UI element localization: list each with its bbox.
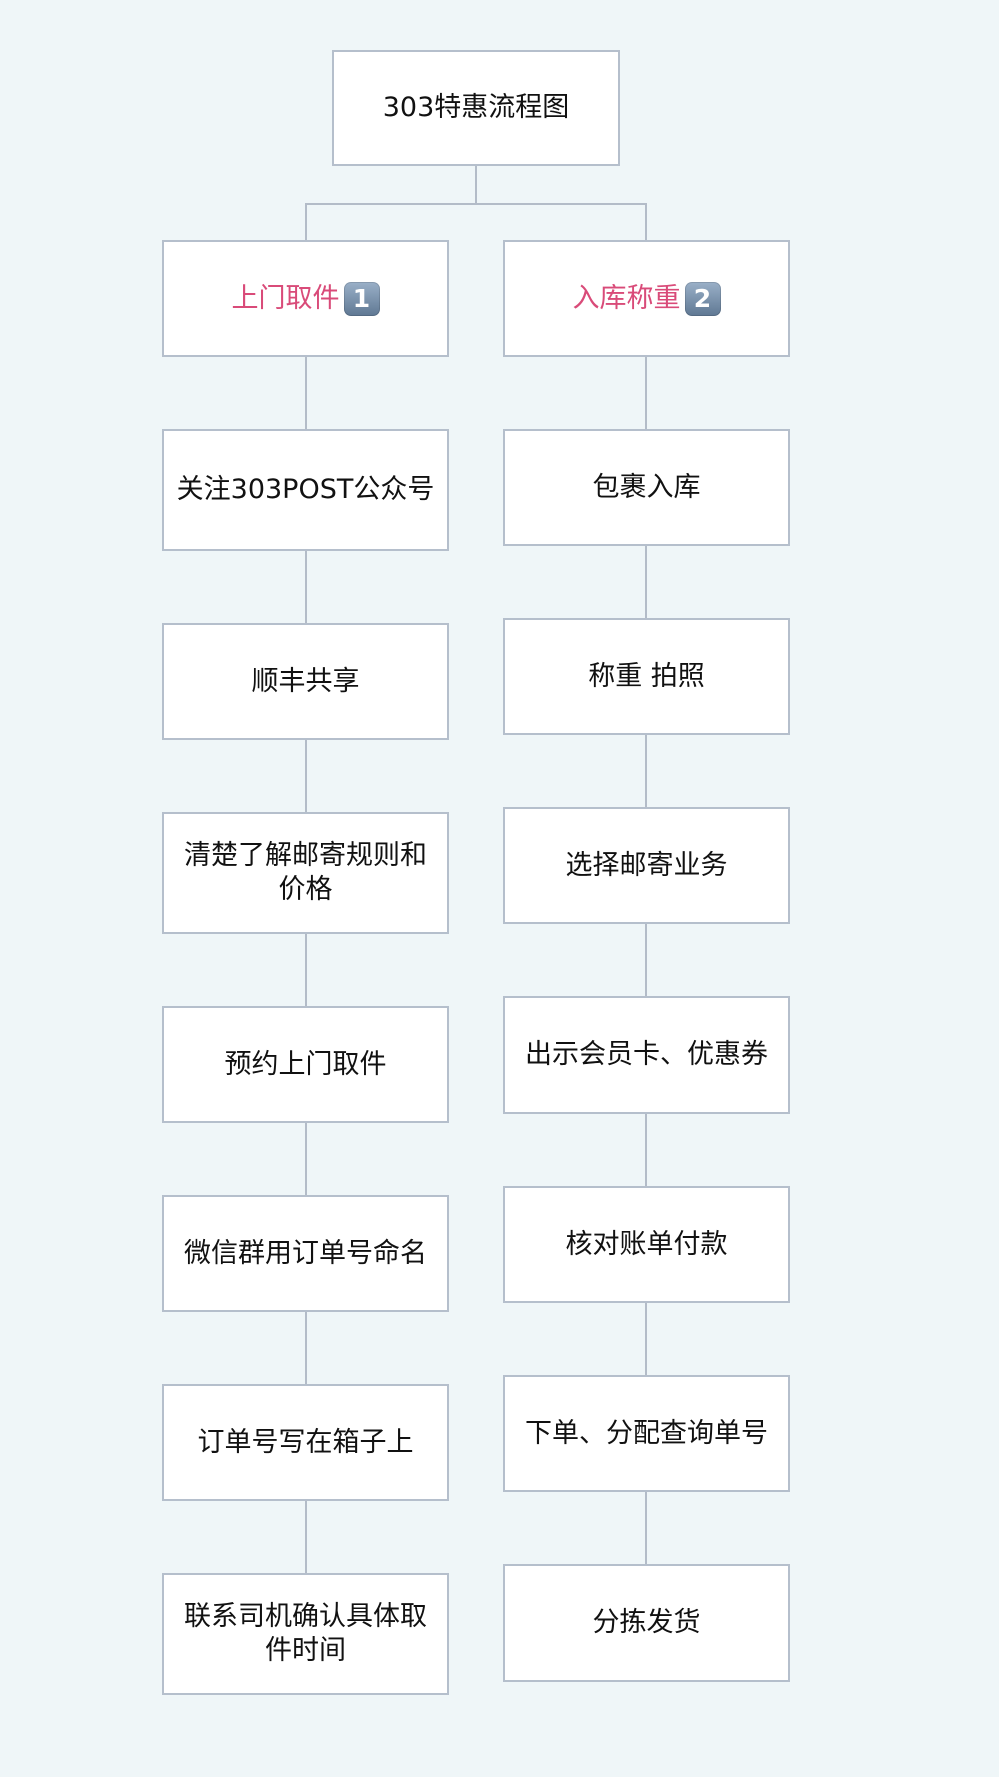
right-step-label: 出示会员卡、优惠券 — [525, 1039, 768, 1070]
connector-right-4 — [645, 923, 647, 997]
left-step-label: 预约上门取件 — [224, 1048, 387, 1080]
left-step-4: 预约上门取件 — [162, 1006, 449, 1123]
left-step-label: 清楚了解邮寄规则和价格 — [184, 840, 427, 905]
connector-root-down — [475, 166, 477, 204]
connector-right-7 — [645, 1491, 647, 1565]
right-step-label: 分拣发货 — [592, 1607, 701, 1638]
left-step-label: 关注303POST公众号 — [176, 474, 435, 505]
left-step-6: 订单号写在箱子上 — [162, 1384, 449, 1501]
right-step-label: 选择邮寄业务 — [565, 849, 728, 881]
left-step-label: 订单号写在箱子上 — [197, 1426, 414, 1458]
right-step-4: 出示会员卡、优惠券 — [503, 996, 790, 1114]
left-step-5: 微信群用订单号命名 — [162, 1195, 449, 1312]
connector-right-6 — [645, 1302, 647, 1376]
right-step-2: 称重 拍照 — [503, 618, 790, 735]
connector-left-1 — [305, 356, 307, 430]
right-step-label: 包裹入库 — [592, 471, 701, 503]
right-step-6: 下单、分配查询单号 — [503, 1375, 790, 1492]
connector-right-5 — [645, 1113, 647, 1187]
left-step-3: 清楚了解邮寄规则和价格 — [162, 812, 449, 934]
right-step-label: 称重 拍照 — [588, 660, 705, 692]
connector-right-2 — [645, 545, 647, 619]
connector-left-3 — [305, 739, 307, 813]
left-step-1: 关注303POST公众号 — [162, 429, 449, 551]
connector-left-2 — [305, 550, 307, 624]
right-branch-title: 入库称重 — [572, 282, 681, 314]
left-branch-title: 上门取件 — [231, 282, 340, 314]
connector-left-4 — [305, 933, 307, 1007]
connector-left-6 — [305, 1311, 307, 1385]
connector-left-branch-down — [305, 203, 307, 241]
connector-right-branch-down — [645, 203, 647, 241]
connector-left-5 — [305, 1122, 307, 1196]
keycap-one-icon: 1 — [343, 281, 380, 316]
diagram-title-node: 303特惠流程图 — [332, 50, 620, 166]
diagram-title: 303特惠流程图 — [382, 92, 570, 123]
right-step-label: 核对账单付款 — [565, 1228, 728, 1260]
left-step-label: 联系司机确认具体取件时间 — [184, 1601, 427, 1666]
left-step-label: 微信群用订单号命名 — [184, 1237, 427, 1269]
left-step-7: 联系司机确认具体取件时间 — [162, 1573, 449, 1695]
connector-right-1 — [645, 356, 647, 430]
keycap-two-icon: 2 — [684, 281, 721, 316]
left-step-2: 顺丰共享 — [162, 623, 449, 740]
right-step-5: 核对账单付款 — [503, 1186, 790, 1303]
connector-left-7 — [305, 1500, 307, 1574]
connector-right-3 — [645, 734, 647, 808]
right-step-3: 选择邮寄业务 — [503, 807, 790, 924]
connector-branch-horizontal — [305, 203, 647, 205]
right-step-label: 下单、分配查询单号 — [525, 1417, 768, 1449]
left-step-label: 顺丰共享 — [251, 665, 360, 697]
right-step-7: 分拣发货 — [503, 1564, 790, 1682]
right-step-1: 包裹入库 — [503, 429, 790, 546]
